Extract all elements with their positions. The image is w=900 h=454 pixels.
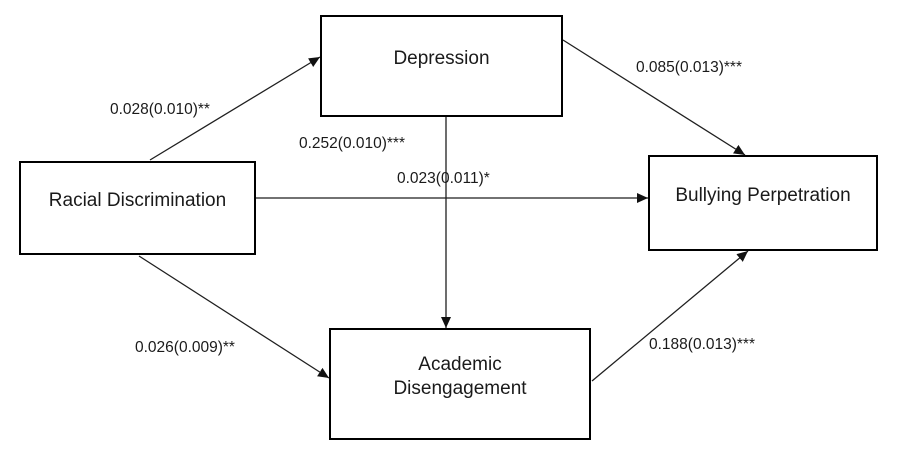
coefficient-racial-to-depression: 0.028(0.010)** bbox=[110, 101, 210, 118]
node-depression-label: Depression bbox=[393, 48, 490, 70]
coefficient-depression-to-academic: 0.252(0.010)*** bbox=[299, 135, 405, 152]
arrow-racial-to-academic bbox=[138, 255, 330, 379]
coefficient-academic-to-bullying: 0.188(0.013)*** bbox=[649, 336, 755, 353]
node-depression: Depression bbox=[320, 15, 563, 117]
arrow-racial-to-depression bbox=[149, 56, 321, 161]
coefficient-racial-to-bullying: 0.023(0.011)* bbox=[397, 170, 490, 187]
coefficient-depression-to-bullying: 0.085(0.013)*** bbox=[636, 59, 742, 76]
arrow-academic-to-bullying bbox=[591, 250, 749, 382]
node-bullying-perpetration-label: Bullying Perpetration bbox=[675, 185, 851, 207]
node-racial-discrimination-label: Racial Discrimination bbox=[48, 190, 227, 212]
node-academic-disengagement: Academic Disengagement bbox=[329, 328, 591, 440]
coefficient-racial-to-academic: 0.026(0.009)** bbox=[135, 339, 235, 356]
node-academic-disengagement-label: Academic Disengagement bbox=[393, 354, 527, 399]
node-bullying-perpetration: Bullying Perpetration bbox=[648, 155, 878, 251]
arrow-depression-to-bullying bbox=[562, 39, 746, 156]
node-racial-discrimination: Racial Discrimination bbox=[19, 161, 256, 255]
